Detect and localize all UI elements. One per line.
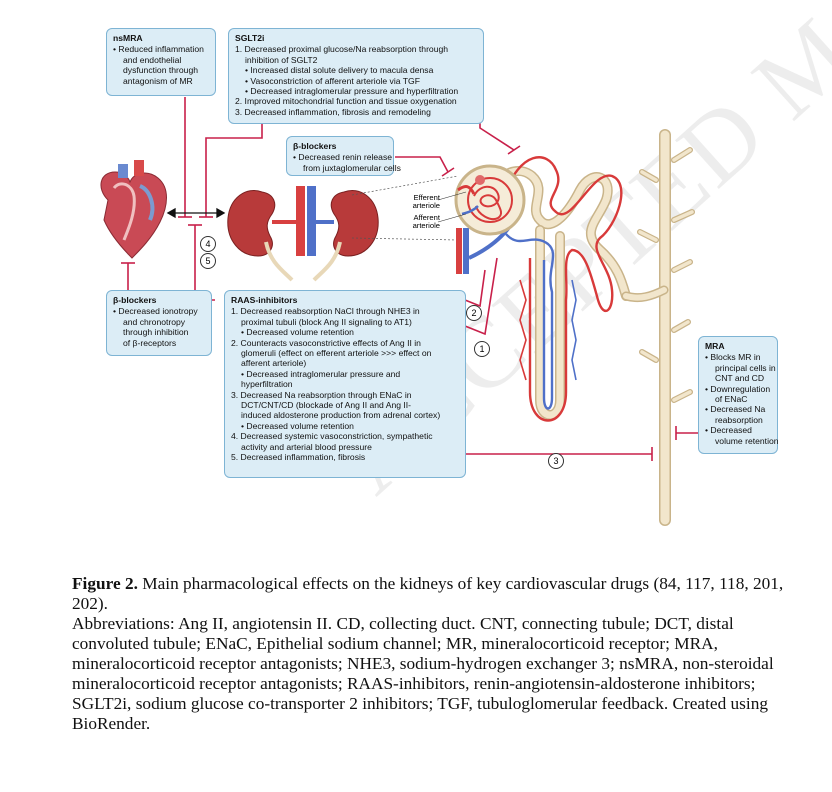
beta-blocker-line: from juxtaglomerular cells [303,162,401,173]
raas-line: proximal tubuli (block Ang II signaling … [241,316,412,327]
marker-3: 3 [548,453,564,469]
mra-line: • Decreased [705,425,752,436]
raas-line: DCT/CNT/CD (blockade of Ang II and Ang I… [241,400,412,411]
raas-line: glomeruli (effect on efferent arteriole … [241,348,432,359]
beta-blocker-line: and chronotropy [123,316,186,327]
caption-title: Figure 2. Main pharmacological effects o… [72,574,792,614]
mra-title: MRA [705,341,725,351]
heart-kidney-arrow [166,207,226,219]
glomerulus-illustration [454,164,526,236]
afferent-arteriole-label: Afferent arteriole [412,213,440,231]
sglt2i-line: 2. Improved mitochondrial function and t… [235,96,457,107]
mra-line: • Downregulation [705,383,771,394]
mra-line: CNT and CD [715,373,765,384]
efferent-arteriole-label: Efferent arteriole [412,193,440,211]
raas-line: 2. Counteracts vasoconstrictive effects … [231,337,421,348]
sglt2i-line: inhibition of SGLT2 [245,54,318,65]
mra-line: reabsorption [715,414,763,425]
beta-blocker-line: through inhibition [123,327,189,338]
sglt2i-line: • Decreased intraglomerular pressure and… [245,86,459,97]
raas-title: RAAS-inhibitors [231,295,298,305]
raas-line: 1. Decreased reabsorption NaCl through N… [231,306,420,317]
raas-inhibitors-box: RAAS-inhibitors 1. Decreased reabsorptio… [224,290,466,478]
capillaries [502,156,623,422]
raas-line: afferent arteriole) [241,358,307,369]
beta-blocker-line: of β-receptors [123,337,177,348]
beta-blocker-title: β-blockers [113,295,157,305]
marker-4: 4 [200,236,216,252]
figure-caption: Figure 2. Main pharmacological effects o… [72,574,792,734]
raas-line: • Decreased intraglomerular pressure and [241,368,401,379]
beta-blocker-title: β-blockers [293,141,337,151]
mra-line: of ENaC [715,394,748,405]
beta-blocker-heart-box: β-blockers • Decreased ionotropy and chr… [106,290,212,356]
beta-blocker-line: • Decreased renin release [293,152,393,163]
raas-line: 5. Decreased inflammation, fibrosis [231,452,366,463]
mra-line: principal cells in [715,362,776,373]
raas-line: 4. Decreased systemic vasoconstriction, … [231,431,433,442]
nsmra-line: • Reduced inflammation [113,44,204,55]
sglt2i-line: • Increased distal solute delivery to ma… [245,65,434,76]
raas-line: 3. Decreased Na reabsorption through ENa… [231,389,412,400]
nephron-tubule [484,129,695,526]
caption-title-text: Main pharmacological effects on the kidn… [72,574,784,613]
sglt2i-title: SGLT2i [235,33,265,43]
marker-1: 1 [474,341,490,357]
marker-2: 2 [466,305,482,321]
sglt2i-line: 3. Decreased inflammation, fibrosis and … [235,106,431,117]
heart-illustration [100,160,167,259]
raas-line: activity and arterial blood pressure [241,441,372,452]
kidneys-illustration [227,186,379,282]
sglt2i-line: 1. Decreased proximal glucose/Na reabsor… [235,44,449,55]
nsmra-line: and endothelial [123,54,182,65]
sglt2i-box: SGLT2i 1. Decreased proximal glucose/Na … [228,28,484,124]
raas-line: • Decreased volume retention [241,327,354,338]
caption-abbreviations: Abbreviations: Ang II, angiotensin II. C… [72,614,774,733]
nsmra-title: nsMRA [113,33,143,43]
nsmra-line: antagonism of MR [123,75,193,86]
nsmra-box: nsMRA • Reduced inflammation and endothe… [106,28,216,96]
raas-line: • Decreased volume retention [241,420,354,431]
caption-label: Figure 2. [72,574,138,593]
diagram-illustration [100,97,698,526]
mra-line: • Blocks MR in [705,352,761,363]
raas-line: hyperfiltration [241,379,293,390]
raas-line: induced aldosterone production from adre… [241,410,441,421]
mra-box: MRA • Blocks MR in principal cells in CN… [698,336,779,454]
mra-line: volume retention [715,435,779,446]
sglt2i-line: • Vasoconstriction of afferent arteriole… [245,75,420,86]
nsmra-line: dysfunction through [123,65,199,76]
beta-blocker-renin-box: β-blockers • Decreased renin release fro… [286,136,401,176]
beta-blocker-line: • Decreased ionotropy [113,306,198,317]
marker-5: 5 [200,253,216,269]
mra-line: • Decreased Na [705,404,766,415]
